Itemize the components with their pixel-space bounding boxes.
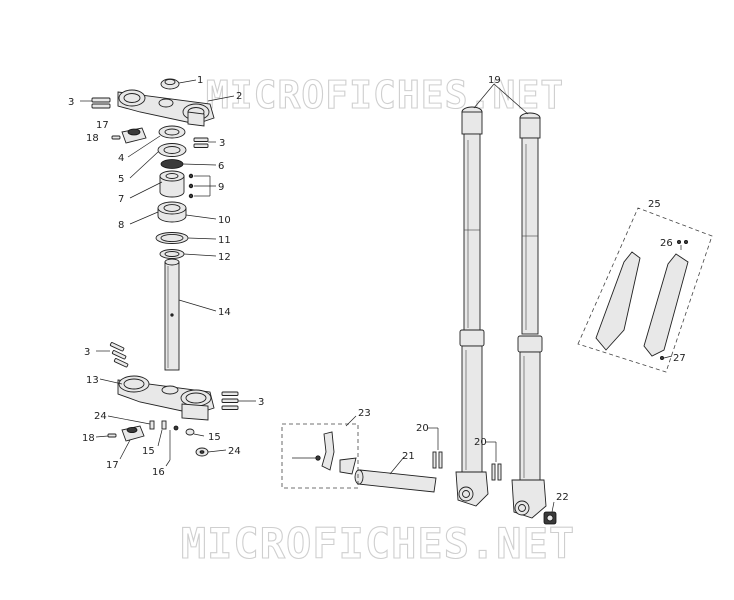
callout-10: 10 [218, 215, 231, 226]
callout-3-upper-left: 3 [68, 97, 74, 108]
axle-nut [543, 511, 557, 525]
steering-stem-assembly [91, 78, 239, 460]
axle-tool-kit [281, 423, 359, 489]
seal-12 [159, 249, 185, 259]
callout-15-left: 15 [142, 446, 155, 457]
steering-stem-tube [164, 258, 180, 371]
right-fork-leg [511, 112, 547, 519]
axle-pinch-screws-left [432, 451, 443, 469]
callout-1: 1 [197, 75, 203, 86]
callout-15-right: 15 [208, 432, 221, 443]
leader-lines [80, 79, 682, 513]
fork-guard-kit [577, 207, 713, 373]
callout-13: 13 [86, 375, 99, 386]
callout-3-lower-left: 3 [84, 347, 90, 358]
clamp-bolts-upper-right [193, 137, 209, 148]
callout-25: 25 [648, 199, 661, 210]
handlebar-clamp-lower [121, 425, 145, 442]
lower-triple-clamp [117, 375, 215, 421]
callout-9: 9 [218, 182, 224, 193]
callout-23: 23 [358, 408, 371, 419]
callout-14: 14 [218, 307, 231, 318]
callout-8: 8 [118, 220, 124, 231]
handlebar-clamp-upper [121, 127, 147, 144]
o-ring [160, 159, 184, 169]
callout-16: 16 [152, 467, 165, 478]
callout-20-left: 20 [416, 423, 429, 434]
small-fasteners [149, 420, 209, 460]
callout-18-upper: 18 [86, 133, 99, 144]
callout-26: 26 [660, 238, 673, 249]
callout-2: 2 [236, 91, 242, 102]
dust-seal [158, 125, 186, 139]
lower-bearing [157, 201, 187, 223]
callout-12: 12 [218, 252, 231, 263]
callout-3-lower-right: 3 [258, 397, 264, 408]
watermark-top: MICROFICHES.NET [206, 73, 564, 117]
axle-pinch-screws-right [491, 463, 502, 481]
callout-11: 11 [218, 235, 231, 246]
callout-3-upper-right: 3 [219, 138, 225, 149]
upper-triple-clamp [117, 89, 215, 127]
clamp-bolts-lower-left [109, 342, 129, 368]
callout-7: 7 [118, 194, 124, 205]
washer-11 [155, 232, 189, 244]
callout-27: 27 [673, 353, 686, 364]
bushing [159, 170, 185, 198]
stem-nut [160, 78, 180, 90]
callout-21: 21 [402, 451, 415, 462]
clamp-bolts-upper-left [91, 97, 111, 109]
callout-17-lower: 17 [106, 460, 119, 471]
callout-19: 19 [488, 75, 501, 86]
callout-24-right: 24 [228, 446, 241, 457]
left-fork-leg [455, 106, 489, 507]
upper-bearing [157, 143, 187, 157]
callout-6: 6 [218, 161, 224, 172]
callout-22: 22 [556, 492, 569, 503]
screw-lower [107, 433, 117, 438]
callout-20-right: 20 [474, 437, 487, 448]
watermark-bottom: MICROFICHES.NET [181, 519, 575, 568]
callout-18-lower: 18 [82, 433, 95, 444]
callout-4: 4 [118, 153, 124, 164]
clamp-bolts-lower-right [221, 391, 239, 410]
front-axle [354, 469, 437, 493]
callout-numbers: 1 2 3 17 18 3 4 6 5 9 7 10 8 11 12 14 3 … [68, 75, 686, 503]
callout-24-left: 24 [94, 411, 107, 422]
callout-5: 5 [118, 174, 124, 185]
screw-upper [111, 135, 121, 140]
screws-9 [188, 173, 194, 199]
callout-17-upper: 17 [96, 120, 109, 131]
